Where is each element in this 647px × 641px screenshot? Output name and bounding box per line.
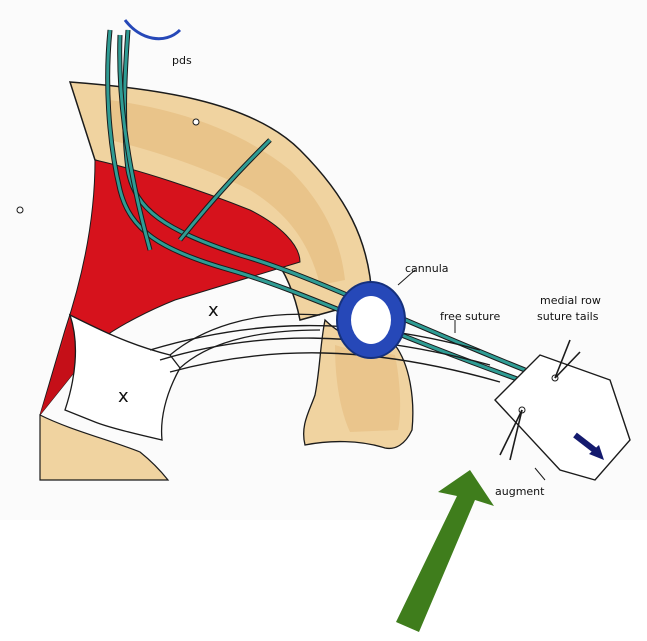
medial-row-label: medial row bbox=[540, 294, 601, 307]
cannula-label: cannula bbox=[405, 262, 449, 275]
x-mark-lower: x bbox=[118, 386, 129, 407]
pds-label: pds bbox=[172, 54, 192, 67]
x-mark-upper: x bbox=[208, 300, 219, 321]
cannula-lumen bbox=[351, 296, 391, 344]
marker-dot bbox=[193, 119, 199, 125]
medial-row-label-2: suture tails bbox=[537, 310, 599, 323]
free-suture-label: free suture bbox=[440, 310, 500, 323]
marker-dot bbox=[17, 207, 23, 213]
augment-label: augment bbox=[495, 485, 545, 498]
